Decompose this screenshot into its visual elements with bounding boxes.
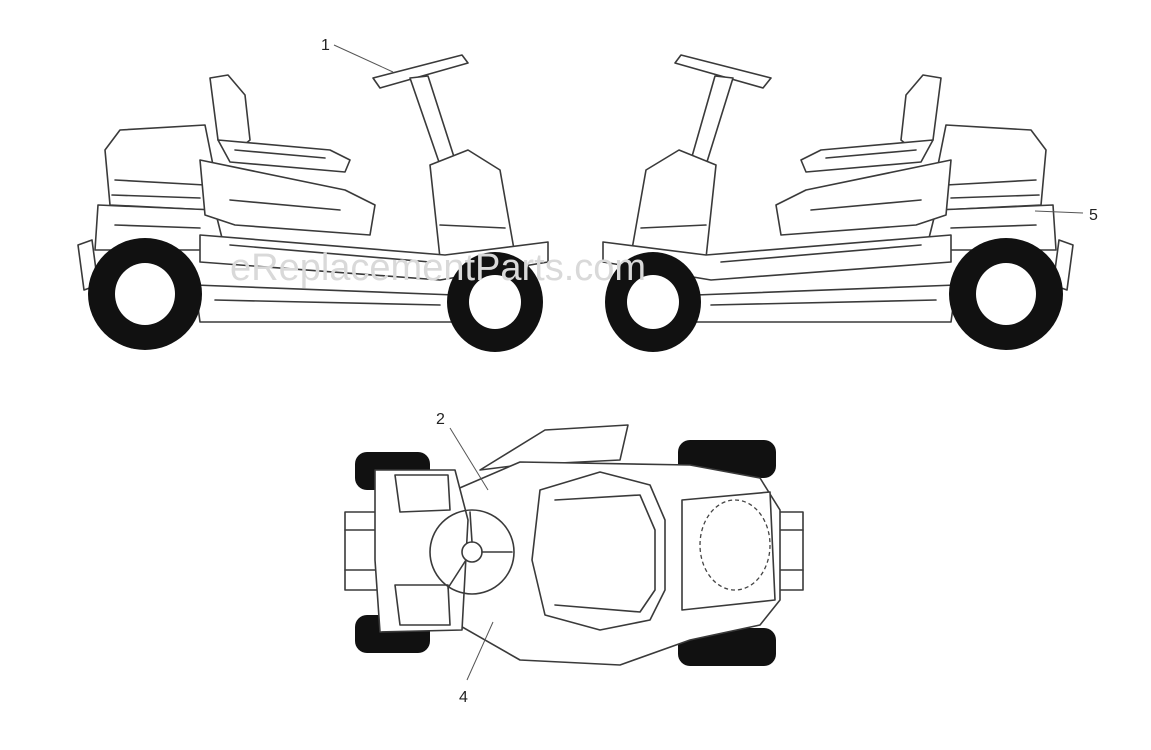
mower-right-side-view	[602, 54, 1074, 352]
callout-4: 4	[459, 689, 468, 706]
watermark-text: eReplacementParts.com	[230, 247, 646, 289]
mower-left-side-view	[77, 54, 549, 352]
callout-5: 5	[1089, 207, 1098, 224]
mower-top-view	[344, 424, 804, 666]
callout-2: 2	[436, 411, 445, 428]
callout-1: 1	[321, 37, 330, 54]
